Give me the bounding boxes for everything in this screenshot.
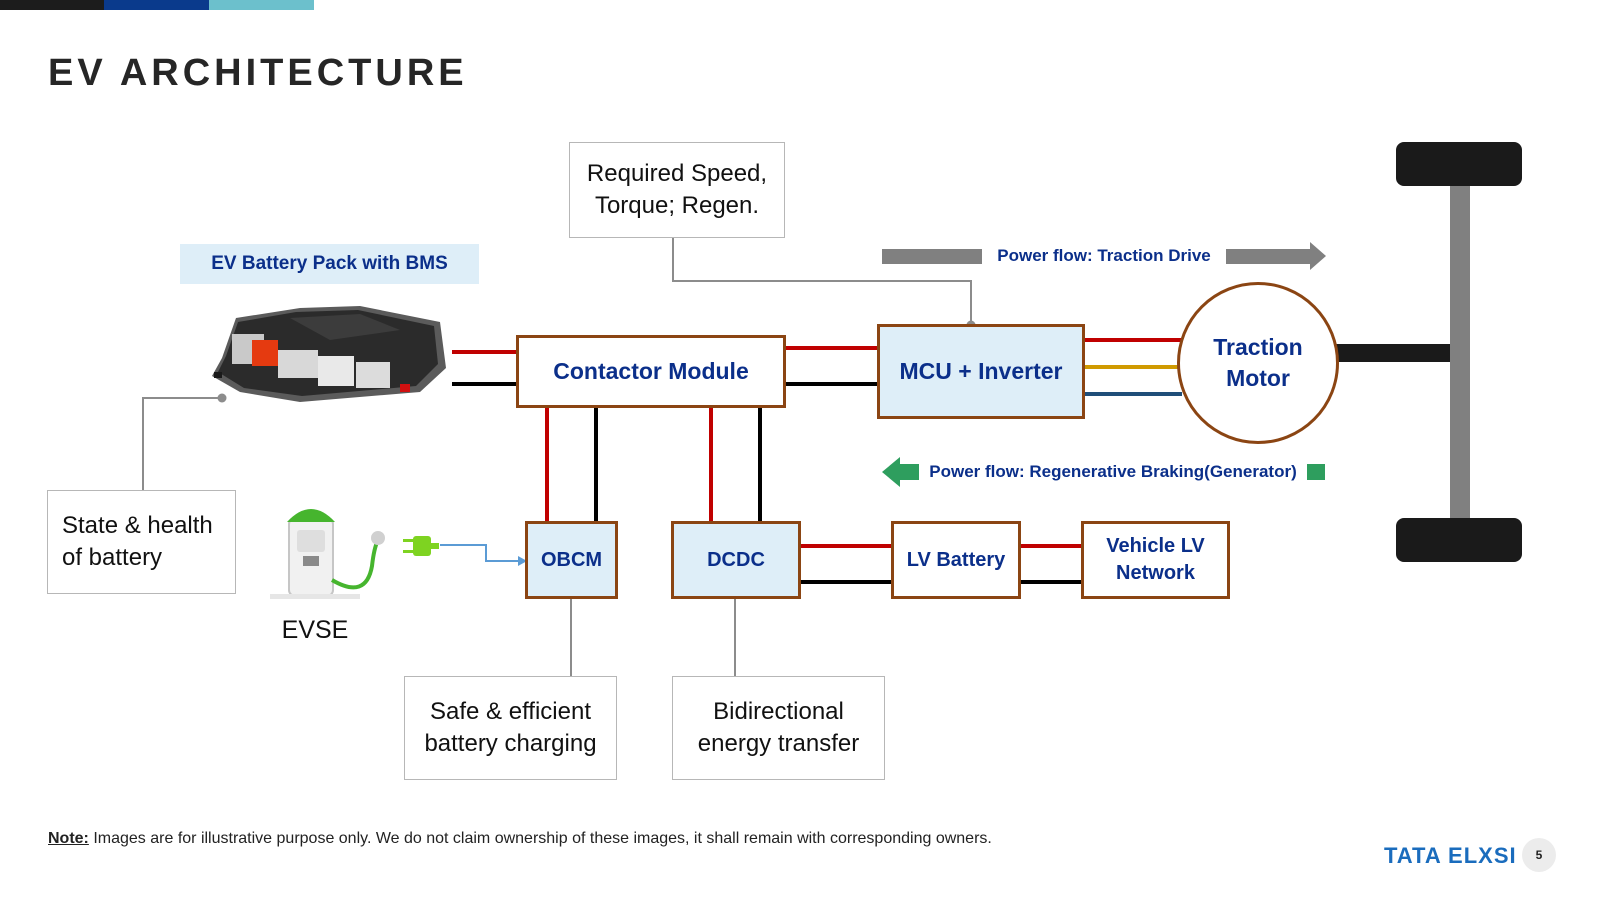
obcm-block: OBCM xyxy=(525,521,618,599)
right-arrow-icon xyxy=(1226,242,1326,270)
connector-state xyxy=(142,397,222,490)
connector-state-dot xyxy=(217,393,227,403)
callout-charging: Safe & efficient battery charging xyxy=(404,676,617,780)
plug-icon xyxy=(403,536,439,556)
battery-label: EV Battery Pack with BMS xyxy=(180,244,479,284)
lv-network-block: Vehicle LV Network xyxy=(1081,521,1230,599)
tata-elxsi-logo: TATA ELXSI xyxy=(1384,843,1517,868)
page-title: EV ARCHITECTURE xyxy=(48,52,468,94)
note-text: Images are for illustrative purpose only… xyxy=(88,830,992,847)
left-arrow-icon xyxy=(882,457,919,487)
traction-arrow-tail xyxy=(882,249,982,264)
topbar-dark xyxy=(0,0,104,10)
disclaimer-note: Note: Images are for illustrative purpos… xyxy=(48,830,992,848)
wheel-top-icon xyxy=(1396,142,1522,186)
evse-label: EVSE xyxy=(281,615,349,644)
charge-cable-arrowhead xyxy=(518,556,527,566)
page-number: 5 xyxy=(1522,838,1556,872)
callout-speed: Required Speed, Torque; Regen. xyxy=(569,142,785,238)
motor-shaft xyxy=(1336,344,1470,362)
charge-cable-line xyxy=(440,544,520,562)
topbar-blue xyxy=(104,0,209,10)
note-lead: Note: xyxy=(48,830,89,847)
mcu-inverter-block: MCU + Inverter xyxy=(877,324,1085,419)
evse-charger-icon xyxy=(270,509,385,599)
dcdc-block: DCDC xyxy=(671,521,801,599)
contactor-module-block: Contactor Module xyxy=(516,335,786,408)
regen-flow-label: Power flow: Regenerative Braking(Generat… xyxy=(929,462,1297,481)
wheel-bottom-icon xyxy=(1396,518,1522,562)
callout-state: State & health of battery xyxy=(47,490,236,594)
connector-speed xyxy=(672,238,972,325)
lv-battery-block: LV Battery xyxy=(891,521,1021,599)
regen-arrow-tail xyxy=(1307,464,1325,480)
topbar-teal xyxy=(209,0,314,10)
traction-motor-block: Traction Motor xyxy=(1177,282,1339,444)
battery-pack-image xyxy=(212,306,446,402)
traction-flow-label: Power flow: Traction Drive xyxy=(997,246,1211,265)
callout-transfer: Bidirectional energy transfer xyxy=(672,676,885,780)
axle-bar xyxy=(1450,184,1470,524)
